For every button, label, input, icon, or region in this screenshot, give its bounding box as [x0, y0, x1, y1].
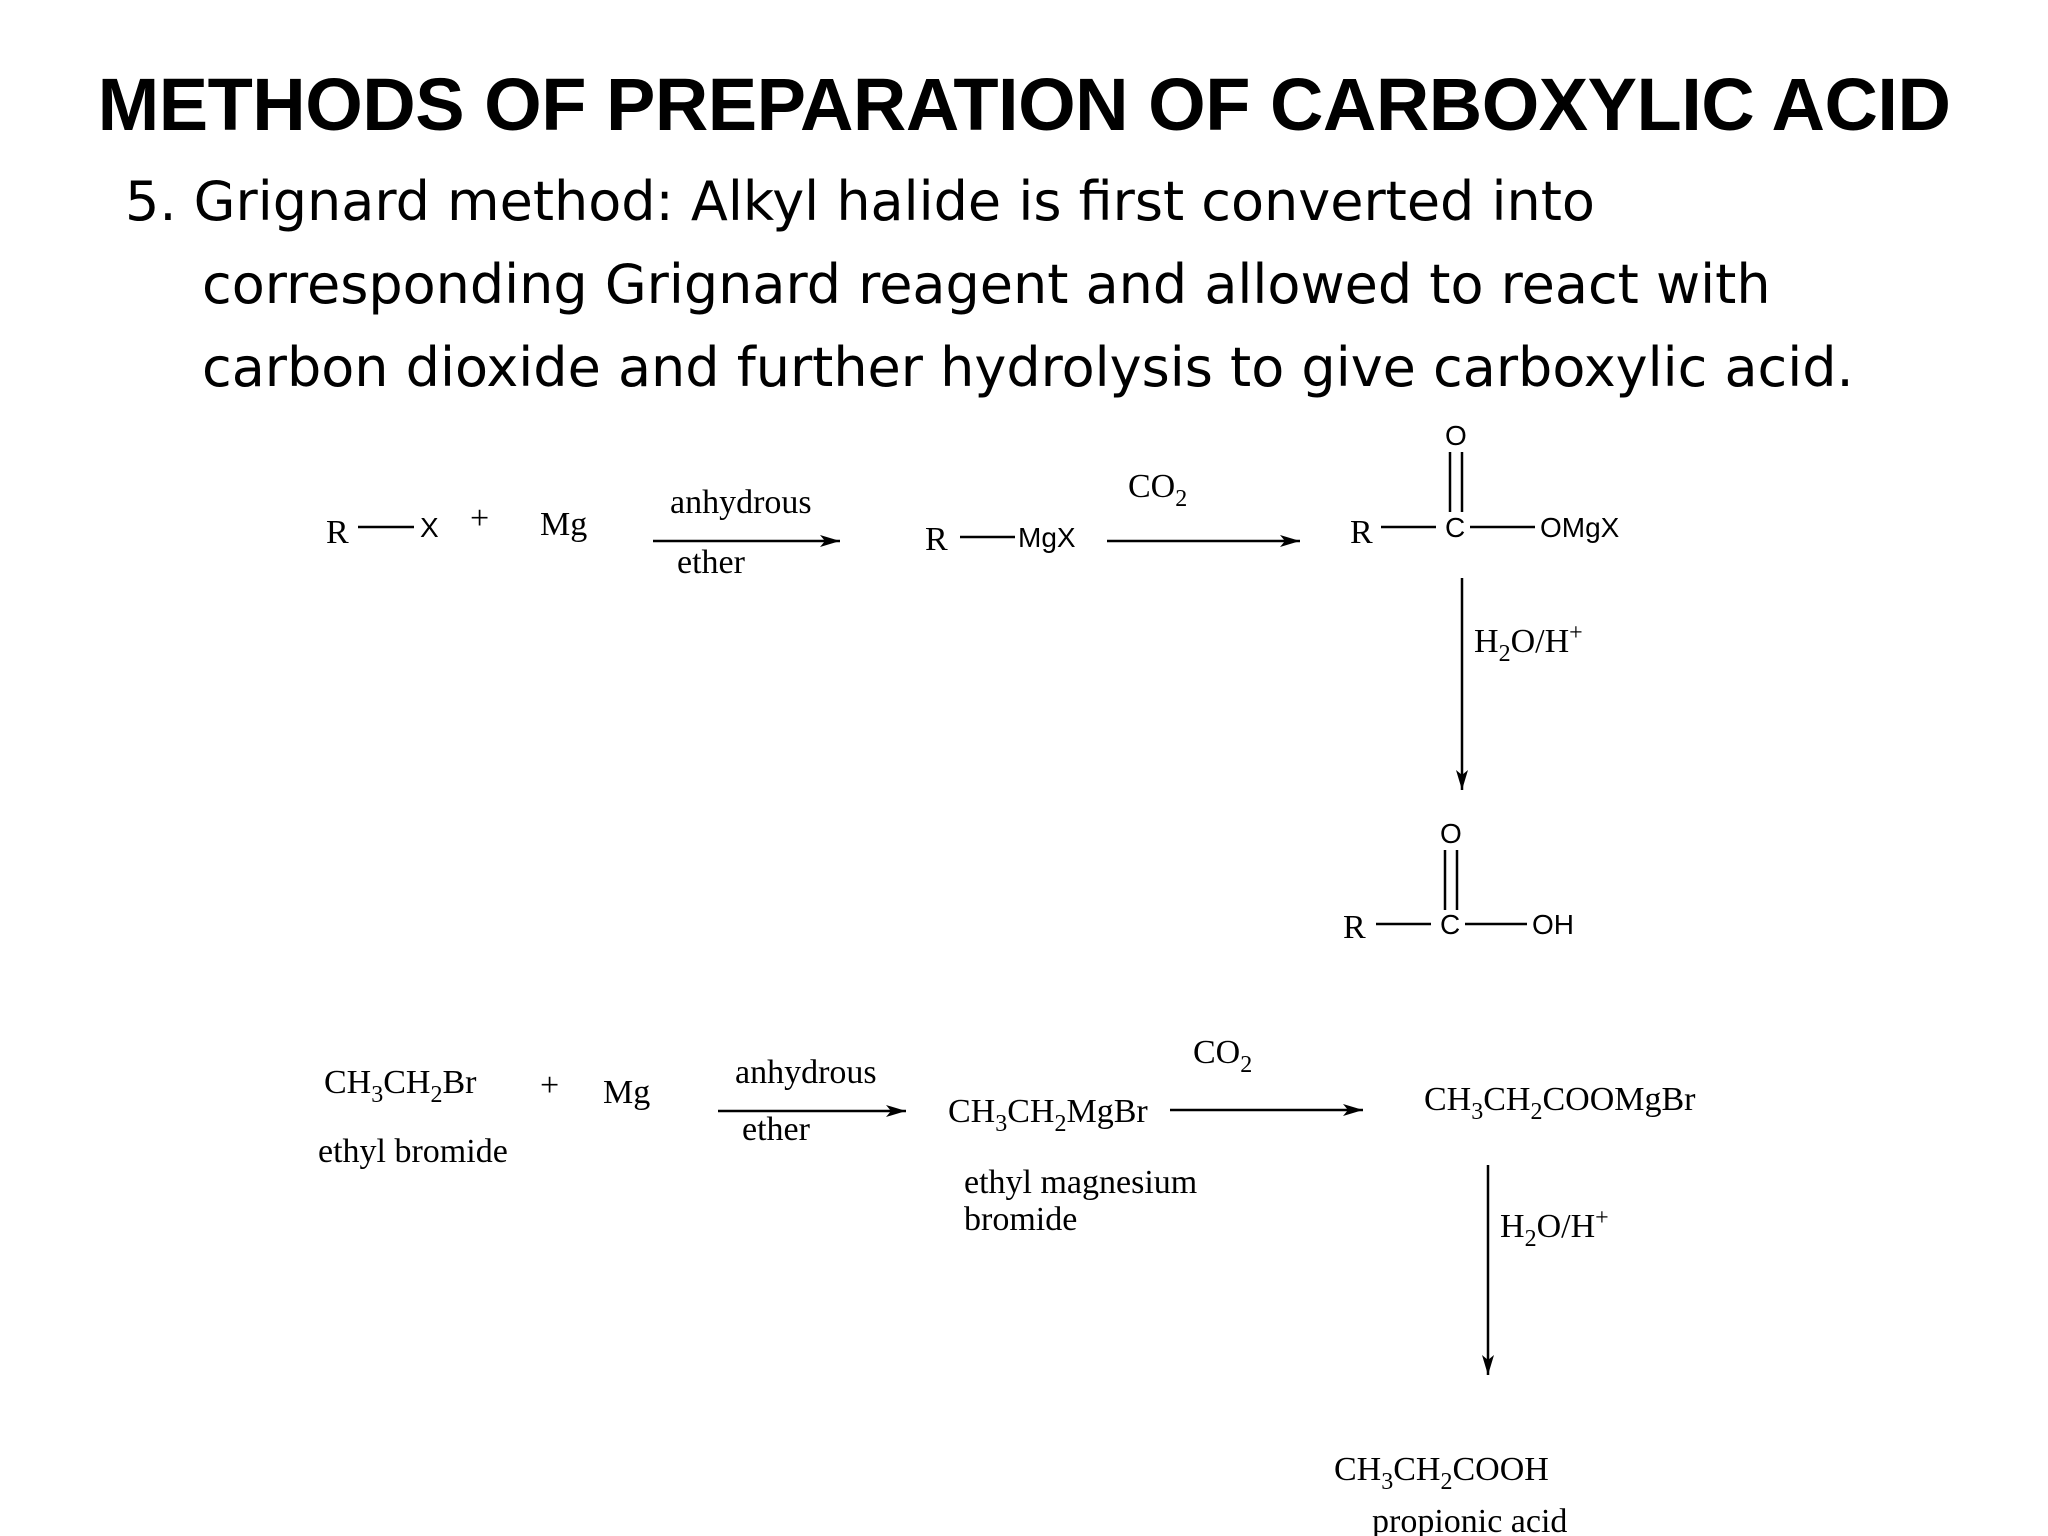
propionic-acid-formula: CH3CH2COOH: [1334, 1451, 1549, 1495]
plus-sign: +: [540, 1067, 559, 1104]
carbon-label: C: [1440, 909, 1460, 940]
propionic-acid-name: propionic acid: [1372, 1503, 1567, 1536]
intermediate-name-line-1: ethyl magnesium: [964, 1164, 1197, 1201]
r-group-label: R: [326, 514, 349, 551]
intermediate-name-line-2: bromide: [964, 1201, 1077, 1238]
co2-label: CO2: [1193, 1034, 1252, 1078]
description-line-3: carbon dioxide and further hydrolysis to…: [202, 336, 1854, 399]
reagent-label-bottom: ether: [677, 544, 746, 581]
grignard-reagent: R MgX: [925, 521, 1076, 558]
magnesium-label: Mg: [540, 506, 587, 543]
oxygen-label: O: [1440, 818, 1462, 849]
oxygen-label: O: [1445, 420, 1467, 451]
hydrolysis-label: H2O/H+: [1500, 1205, 1609, 1252]
co2-label: CO2: [1128, 468, 1187, 512]
example-scheme: CH3CH2Br ethyl bromide + Mg anhydrous et…: [318, 1034, 1696, 1536]
carboxylic-acid-product: O R C OH: [1343, 818, 1574, 946]
reactant-alkyl-halide: R X: [326, 512, 439, 551]
general-scheme: R X + Mg anhydrous ether R MgX CO2 O R C…: [326, 420, 1620, 946]
hydroxyl-label: OH: [1532, 909, 1574, 940]
reagent-label-bottom: ether: [742, 1111, 811, 1148]
plus-sign: +: [470, 500, 489, 537]
description-line-1: 5. Grignard method: Alkyl halide is firs…: [125, 170, 1595, 233]
r-group-label: R: [1350, 514, 1373, 551]
reagent-label-top: anhydrous: [670, 484, 812, 521]
page-title: METHODS OF PREPARATION OF CARBOXYLIC ACI…: [97, 63, 1951, 146]
reagent-label-top: anhydrous: [735, 1054, 877, 1091]
description-line-2: corresponding Grignard reagent and allow…: [202, 253, 1771, 316]
carboxylate-salt: O R C OMgX: [1350, 420, 1620, 551]
omgx-label: OMgX: [1540, 512, 1620, 543]
r-group-label: R: [1343, 909, 1366, 946]
carbon-label: C: [1445, 512, 1465, 543]
halogen-label: X: [420, 512, 439, 543]
hydrolysis-label: H2O/H+: [1474, 620, 1583, 667]
propionate-salt-formula: CH3CH2COOMgBr: [1424, 1081, 1696, 1125]
ethyl-magnesium-bromide-formula: CH3CH2MgBr: [948, 1093, 1148, 1137]
mgx-label: MgX: [1018, 522, 1076, 553]
ethyl-bromide-name: ethyl bromide: [318, 1133, 508, 1170]
r-group-label: R: [925, 521, 948, 558]
method-description: 5. Grignard method: Alkyl halide is firs…: [125, 160, 2005, 409]
magnesium-label: Mg: [603, 1074, 650, 1111]
ethyl-bromide-formula: CH3CH2Br: [324, 1064, 477, 1108]
